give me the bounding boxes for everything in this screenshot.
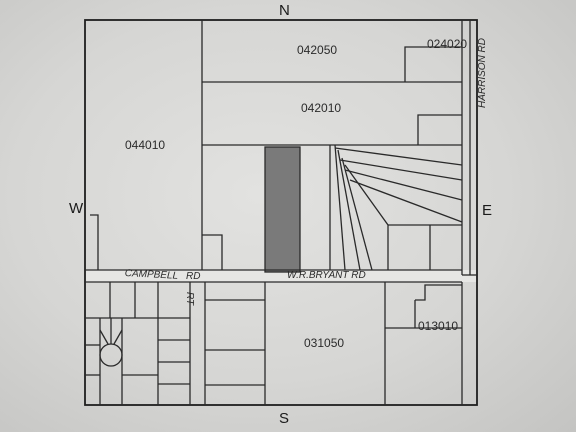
west-notch: [90, 214, 99, 270]
compass-south: S: [279, 410, 290, 427]
upper-parcel-lines: [201, 20, 471, 275]
parcel-label-024020[interactable]: 024020: [427, 37, 468, 51]
compass-east: E: [482, 202, 493, 219]
road-label-bryant: W.R.BRYANT RD: [287, 270, 366, 281]
road-strip: [85, 270, 477, 282]
road-label-harrison: HARRISON RD: [477, 37, 488, 108]
lower-middle-lines: [205, 282, 463, 405]
parcel-label-042010[interactable]: 042010: [301, 101, 342, 115]
parcel-label-013010[interactable]: 013010: [418, 319, 459, 333]
road-edges: [85, 269, 477, 283]
highlighted-parcel[interactable]: [264, 146, 301, 273]
compass-north: N: [279, 2, 290, 19]
map-frame: [84, 19, 478, 406]
road-label-side-street: RT: [184, 292, 195, 306]
parcel-label-044010[interactable]: 044010: [125, 138, 166, 152]
road-label-campbell-rd: RD: [186, 271, 201, 282]
compass-west: W: [69, 200, 84, 217]
parcel-label-031050[interactable]: 031050: [304, 336, 345, 350]
parcel-label-042050[interactable]: 042050: [297, 43, 338, 57]
fan-parcel-lines: [334, 144, 463, 271]
